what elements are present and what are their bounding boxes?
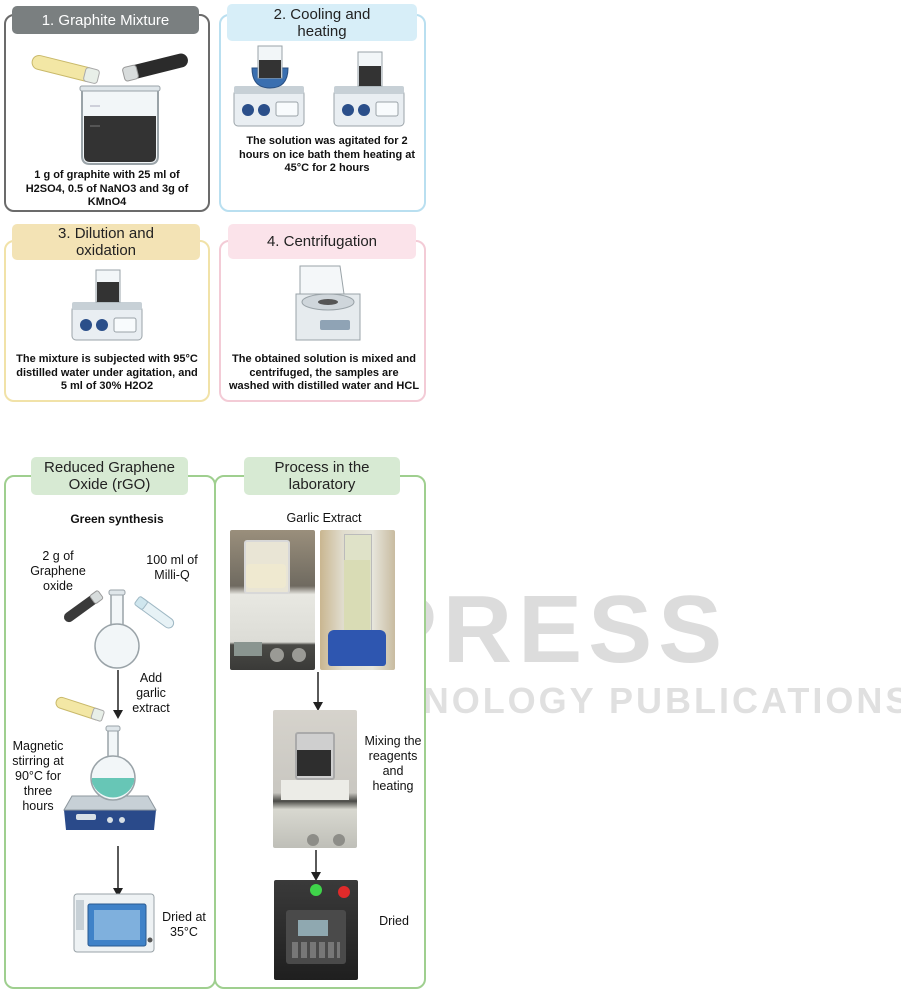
arrow-to-dried bbox=[311, 850, 321, 881]
mixing-label: Mixing the reagents and heating bbox=[364, 734, 422, 793]
step-1-title: 1. Graphite Mixture bbox=[12, 6, 199, 34]
dried-35-label: Dried at 35°C bbox=[162, 910, 206, 939]
dilution-oxidation-illustration bbox=[71, 269, 143, 341]
rgo-title: Reduced Graphene Oxide (rGO) bbox=[31, 457, 188, 495]
garlic-tube-illustration bbox=[55, 696, 105, 722]
lab-title: Process in the laboratory bbox=[244, 457, 400, 495]
arrow-to-stirring bbox=[113, 670, 123, 719]
garlic-extract-label: Garlic Extract bbox=[286, 511, 362, 525]
centrifuge-illustration bbox=[295, 265, 361, 341]
step-1-panel bbox=[4, 14, 210, 212]
step-4-title: 4. Centrifugation bbox=[228, 224, 416, 259]
step-2-caption: The solution was agitated for 2 hours on… bbox=[238, 135, 416, 174]
graphite-mixture-illustration bbox=[31, 53, 188, 165]
photo-garlic-stirrer bbox=[230, 530, 315, 670]
step-1-caption: 1 g of graphite with 25 ml of H2SO4, 0.5… bbox=[25, 169, 189, 208]
green-synthesis-subtitle: Green synthesis bbox=[70, 512, 164, 526]
photo-dryer bbox=[274, 880, 358, 980]
arrow-to-oven bbox=[113, 846, 123, 897]
stirring-flask-illustration bbox=[63, 725, 157, 830]
flask-with-tubes-illustration bbox=[63, 589, 175, 669]
step-4-caption: The obtained solution is mixed and centr… bbox=[228, 353, 420, 392]
dried-label: Dried bbox=[379, 914, 409, 928]
cooling-heating-illustration bbox=[233, 45, 405, 127]
arrow-to-mixing bbox=[313, 672, 323, 711]
step-3-caption: The mixture is subjected with 95°C disti… bbox=[16, 353, 198, 392]
photo-mixing-reagents bbox=[273, 710, 357, 848]
drying-oven-illustration bbox=[73, 893, 155, 953]
magnetic-stirring-label: Magnetic stirring at 90°C for three hour… bbox=[12, 739, 64, 813]
milliq-label: 100 ml of Milli-Q bbox=[146, 553, 198, 582]
photo-graduated-cylinder bbox=[320, 530, 395, 670]
graphene-oxide-label: 2 g of Graphene oxide bbox=[30, 549, 86, 593]
step-2-title: 2. Cooling and heating bbox=[227, 4, 417, 41]
step-3-title: 3. Dilution and oxidation bbox=[12, 224, 200, 260]
add-garlic-label: Add garlic extract bbox=[132, 671, 170, 715]
